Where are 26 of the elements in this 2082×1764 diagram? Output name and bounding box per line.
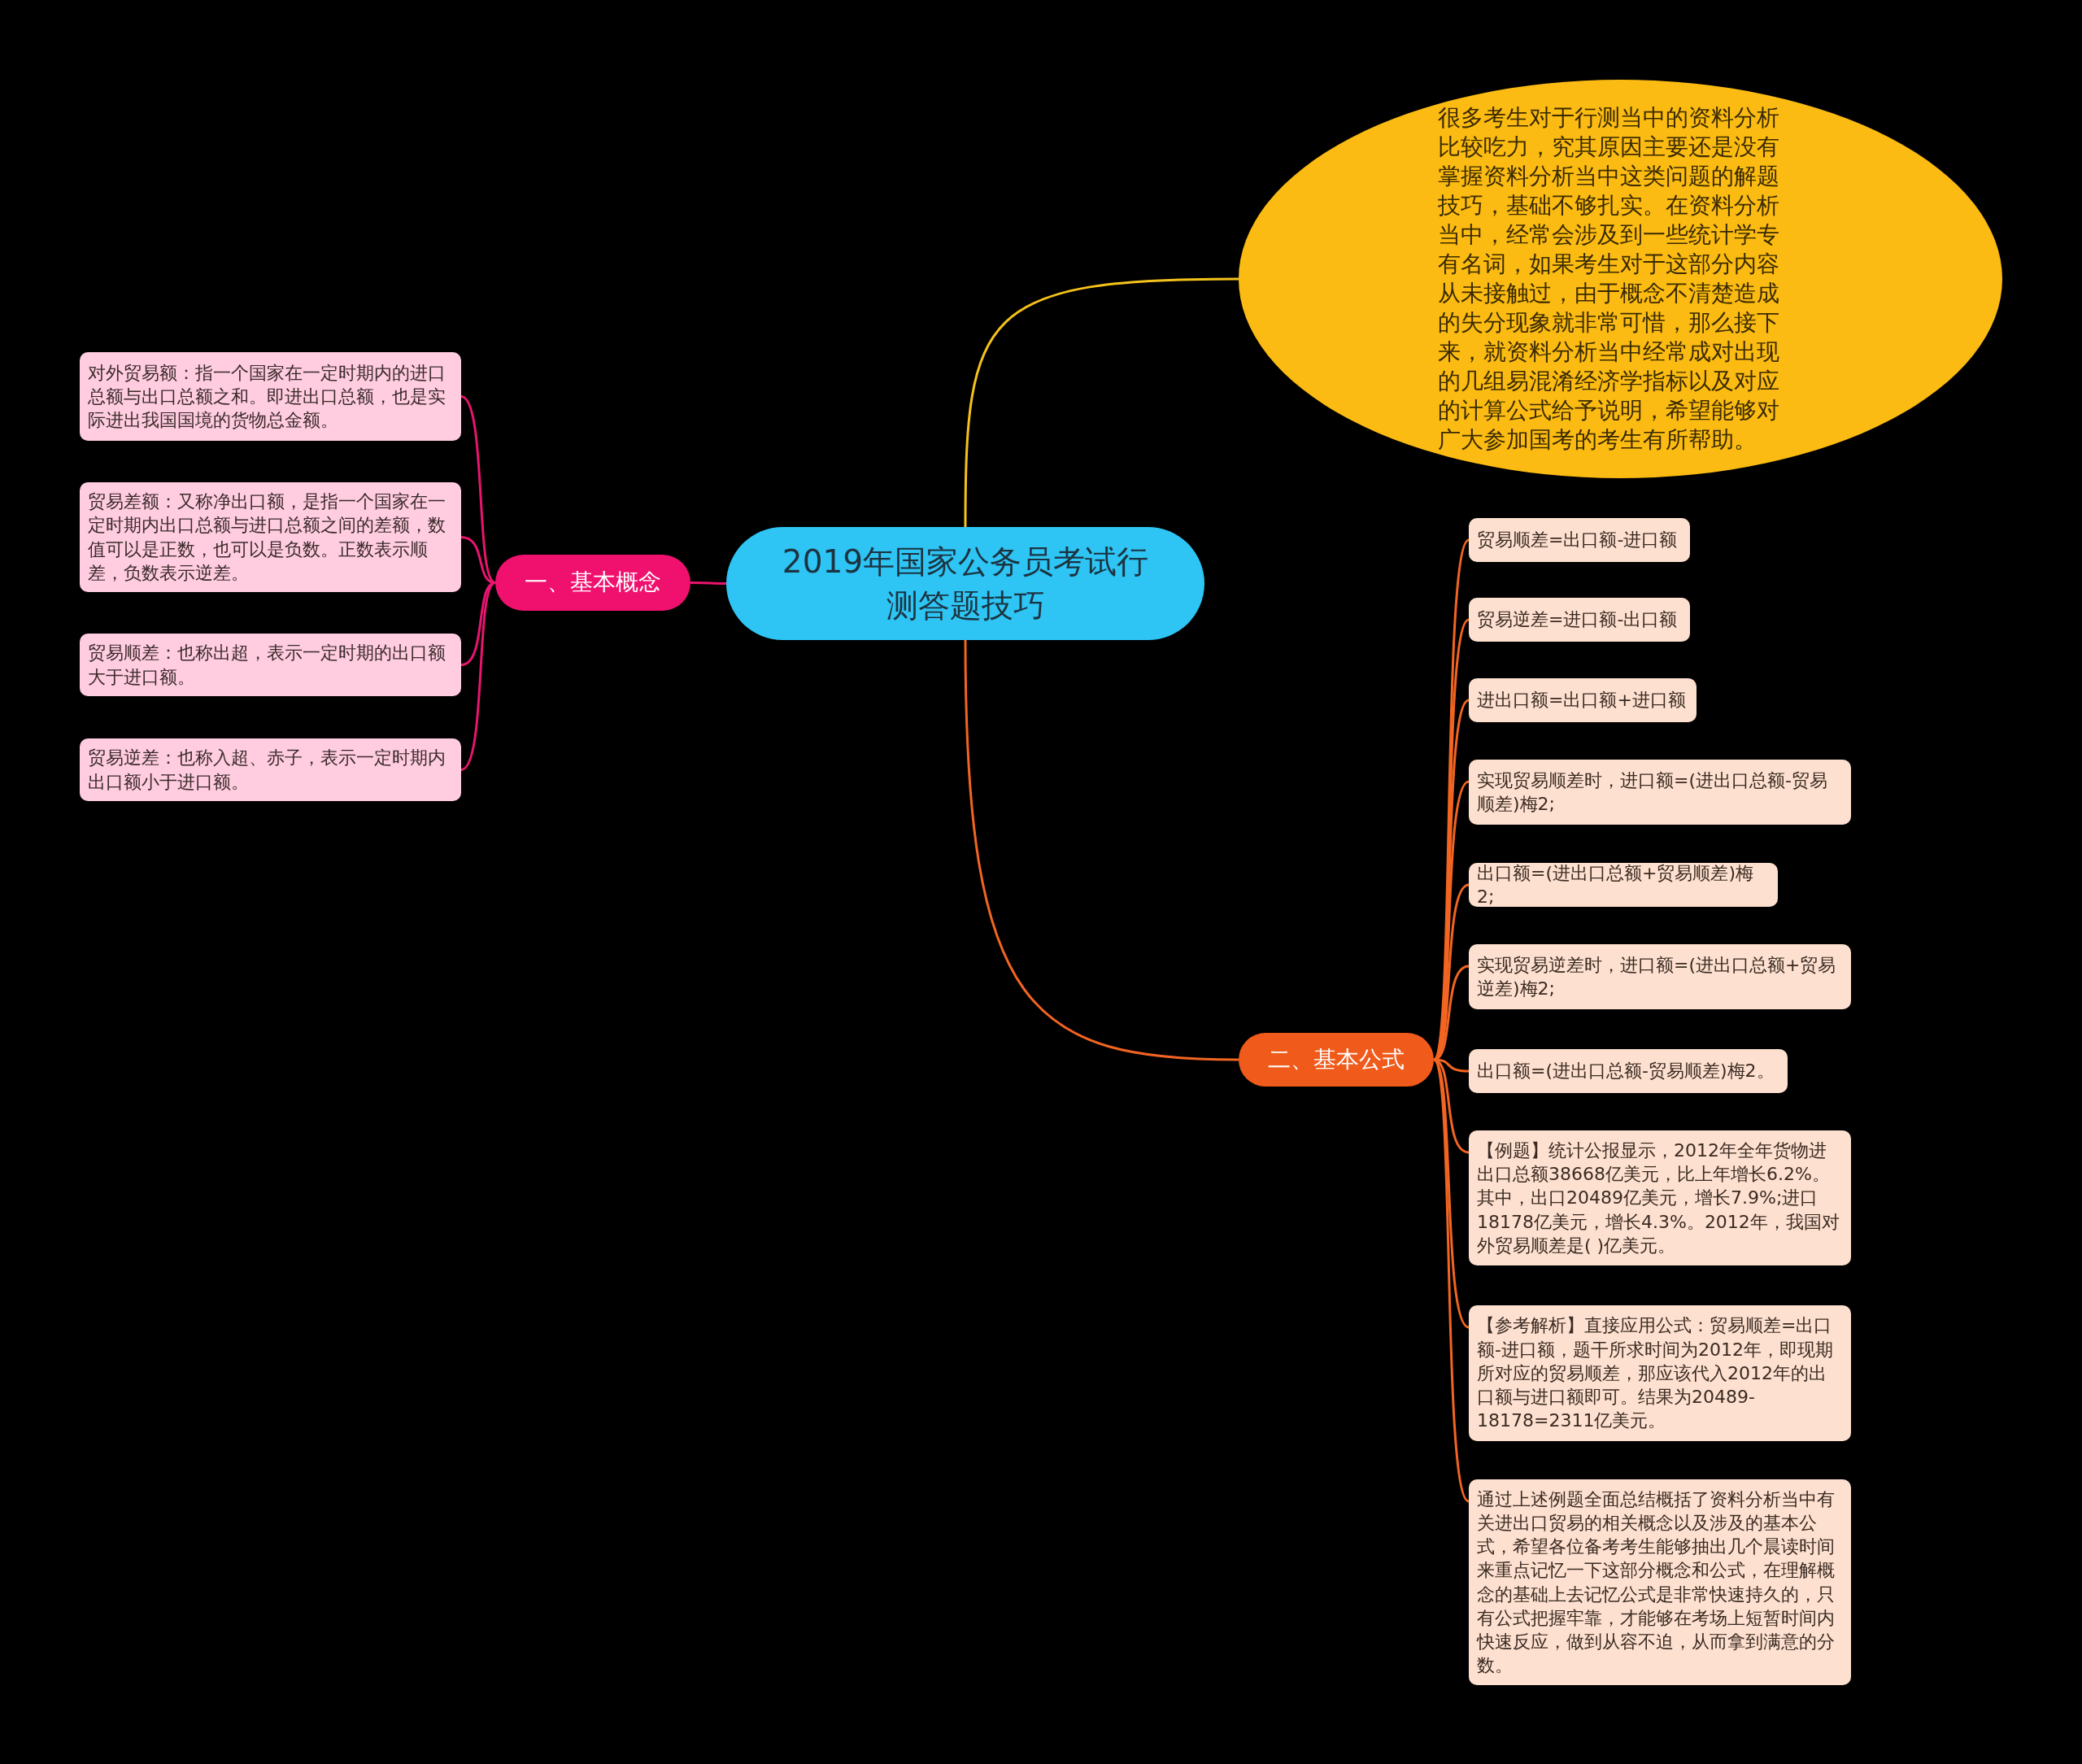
- connector-line: [1432, 619, 1470, 1061]
- topic-box: 2019年国家公务员考试行测答题技巧: [726, 527, 1204, 640]
- note-box: 贸易顺差：也称出超，表示一定时期的出口额大于进口额。: [80, 634, 461, 696]
- note-box: 贸易逆差=进口额-出口额: [1469, 598, 1690, 642]
- note-box: 出口额=(进出口总额-贸易顺差)梅2。: [1469, 1049, 1788, 1093]
- note-box: 贸易逆差：也称入超、赤子，表示一定时期内出口额小于进口额。: [80, 738, 461, 801]
- connector-line: [460, 581, 496, 666]
- connector-line: [964, 639, 1239, 1061]
- connector-line: [460, 395, 496, 584]
- note-box: 出口额=(进出口总额+贸易顺差)梅2;: [1469, 863, 1778, 907]
- note-box: 通过上述例题全面总结概括了资料分析当中有关进出口贸易的相关概念以及涉及的基本公式，希望各位备考考生能够抽出几个晨读时间来重点记忆一下这部分概念和公式，在理解概念的基础上去记忆公式是非常快速持久的，只有公式把握牢靠，才能够在考场上短暂时间内快速反应，做到从容不迫，从而拿到满意的分数。: [1469, 1479, 1851, 1685]
- note-box: 实现贸易逆差时，进口额=(进出口总额+贸易逆差)梅2;: [1469, 944, 1851, 1009]
- note-box: 实现贸易顺差时，进口额=(进出口总额-贸易顺差)梅2;: [1469, 760, 1851, 825]
- callout-oval: 很多考生对于行测当中的资料分析比较吃力，究其原因主要还是没有掌握资料分析当中这类问题的解题技巧，基础不够扎实。在资料分析当中，经常会涉及到一些统计学专有名词，如果考生对于这部分内容从未接触过，由于概念不清楚造成的失分现象就非常可惜，那么接下来，就资料分析当中经常成对出现的几组易混淆经济学指标以及对应的计算公式给予说明，希望能够对广大参加国考的考生有所帮助。: [1239, 80, 2002, 478]
- note-box: 进出口额=出口额+进口额: [1469, 678, 1697, 722]
- connector-line: [690, 581, 726, 585]
- branch-box: 一、基本概念: [495, 555, 690, 611]
- branch-box: 二、基本公式: [1239, 1033, 1434, 1087]
- note-box: 【例题】统计公报显示，2012年全年货物进出口总额38668亿美元，比上年增长6.2%。其中，出口20489亿美元，增长7.9%;进口18178亿美元，增长4.3%。2012年，我国对外贸易顺差是( )亿美元。: [1469, 1130, 1851, 1265]
- connector-line: [1432, 1059, 1470, 1502]
- note-box: 对外贸易额：指一个国家在一定时期内的进口总额与出口总额之和。即进出口总额，也是实际进出我国国境的货物总金额。: [80, 352, 461, 441]
- note-box: 贸易差额：又称净出口额，是指一个国家在一定时期内出口总额与进口总额之间的差额，数值可以是正数，也可以是负数。正数表示顺差，负数表示逆差。: [80, 482, 461, 592]
- note-box: 贸易顺差=出口额-进口额: [1469, 518, 1690, 562]
- note-box: 【参考解析】直接应用公式：贸易顺差=出口额-进口额，题干所求时间为2012年，即现期所对应的贸易顺差，那应该代入2012年的出口额与进口额即可。结果为20489-18178=2311亿美元。: [1469, 1305, 1851, 1441]
- connector-line: [460, 581, 496, 771]
- connector-line: [964, 277, 1239, 527]
